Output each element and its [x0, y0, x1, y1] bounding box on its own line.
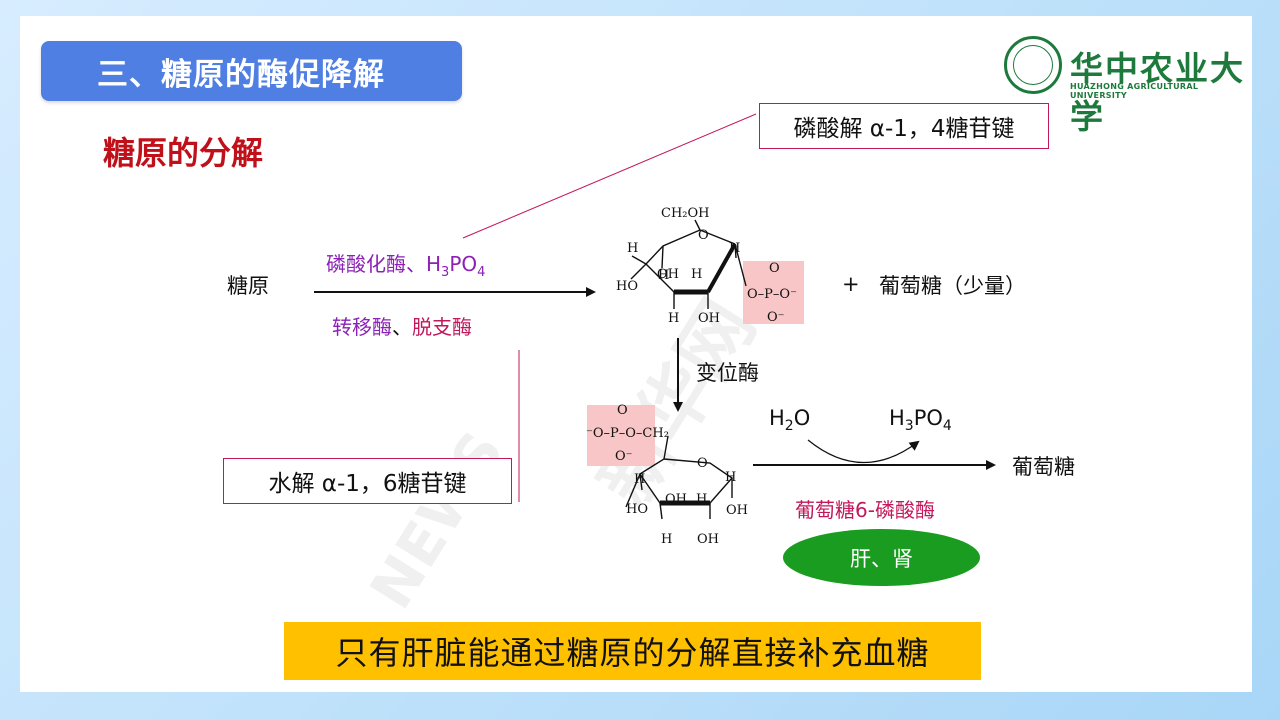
g1p-ch2oh-label: CH₂OH	[661, 206, 710, 221]
g6p-ring-o-label: O	[697, 456, 708, 471]
callout-phosphorolysis: 磷酸解 α-1，4糖苷键	[759, 103, 1049, 149]
plus-sign: +	[842, 272, 860, 296]
g6p-h-label: H	[725, 470, 736, 485]
g6p-structure	[625, 435, 734, 520]
g1p-h-label: H	[691, 267, 702, 282]
g1p-ho-label: HO	[616, 279, 638, 294]
conclusion-banner: 只有肝脏能通过糖原的分解直接补充血糖	[284, 622, 981, 680]
g1p-h-label: H	[658, 268, 669, 283]
mutase-label: 变位酶	[696, 361, 759, 385]
g6p-phosphate-label: ⁻O–P–O–CH₂	[586, 426, 669, 441]
g1p-ring-o-label: O	[698, 228, 709, 243]
g6p-phosphate-o-minus-label: O⁻	[615, 449, 633, 464]
slide-title: 三、糖原的酶促降解	[97, 56, 385, 93]
enzymes-top: 磷酸化酶、H3PO4	[326, 252, 486, 280]
callout-hydrolysis: 水解 α-1，6糖苷键	[223, 458, 512, 504]
organs-badge: 肝、肾	[783, 529, 980, 586]
phosphate-label: H3PO4	[889, 406, 952, 435]
title-bar: 三、糖原的酶促降解	[41, 41, 462, 101]
enzymes-bottom: 转移酶、脱支酶	[332, 315, 472, 339]
reaction-diagram: CH₂OH O H H H OH H HO H OH O–P–O⁻ O O⁻ ⁻	[314, 113, 996, 547]
water-curved-arrow	[807, 439, 920, 464]
university-name: 华中农业大学	[1070, 49, 1245, 136]
g6p-phosphate-highlight	[587, 405, 655, 466]
substrate-glycogen: 糖原	[227, 274, 269, 298]
g6p-phosphate-o-label: O	[617, 403, 628, 418]
g1p-h-label: H	[729, 241, 740, 256]
g1p-oh-label: OH	[657, 267, 679, 282]
byproduct-glucose: 葡萄糖（少量）	[879, 274, 1026, 298]
g1p-phosphate-highlight	[743, 261, 804, 324]
g6p-ho-label: HO	[626, 502, 648, 517]
g1p-h-label: H	[668, 311, 679, 326]
g6p-h-label: H	[696, 492, 707, 507]
university-subtitle: HUAZHONG AGRICULTURAL UNIVERSITY	[1070, 82, 1199, 100]
g1p-phosphate-label: O–P–O⁻	[747, 287, 797, 302]
g1p-phosphate-o-label: O	[769, 261, 780, 276]
g6p-h-label: H	[661, 532, 672, 547]
water-label: H2O	[769, 406, 811, 435]
g1p-structure	[630, 219, 747, 309]
g6p-h-label: H	[634, 472, 645, 487]
g1p-h-label: H	[627, 241, 638, 256]
leader-line-phosphorolysis	[462, 113, 757, 239]
phosphatase-label: 葡萄糖6-磷酸酶	[795, 498, 935, 522]
g6p-oh-label: OH	[697, 532, 719, 547]
g6p-oh-label: OH	[665, 492, 687, 507]
g1p-phosphate-o-minus-label: O⁻	[767, 310, 785, 325]
g6p-oh-label: OH	[726, 503, 748, 518]
university-emblem-icon	[1004, 36, 1062, 94]
product-glucose: 葡萄糖	[1012, 455, 1075, 479]
section-heading: 糖原的分解	[103, 134, 264, 172]
g1p-oh-label: OH	[698, 311, 720, 326]
slide: 新华网 NEWS 三、糖原的酶促降解 华中农业大学 HUAZHONG AGRIC…	[20, 16, 1252, 692]
